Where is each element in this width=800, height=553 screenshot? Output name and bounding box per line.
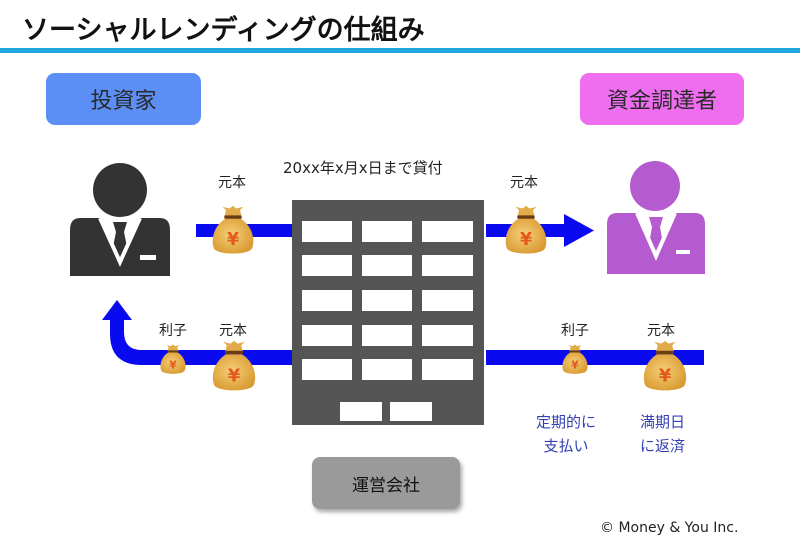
- principal-bag-icon: [643, 340, 687, 391]
- investor-label: 投資家: [90, 89, 157, 114]
- interest-note-line1: 定期的に: [536, 413, 597, 431]
- page-title: ソーシャルレンディングの仕組み: [22, 15, 425, 46]
- bottom-right-interest-label: 利子: [561, 323, 589, 339]
- interest-note-line2: 支払い: [543, 437, 589, 455]
- operator-label: 運営会社: [352, 475, 420, 496]
- borrower-label: 資金調達者: [606, 89, 717, 114]
- borrower-label-box: 資金調達者: [580, 73, 744, 125]
- interest-bag-icon: [562, 344, 588, 374]
- principal-note-line1: 満期日: [640, 413, 686, 431]
- principal-bag-icon: [505, 205, 547, 254]
- investor-person-icon: [70, 163, 170, 276]
- operator-building-icon: [292, 200, 484, 425]
- copyright-text: © Money & You Inc.: [600, 520, 739, 536]
- bottom-right-principal-label: 元本: [647, 323, 675, 339]
- top-left-principal-label: 元本: [218, 175, 246, 191]
- bottom-left-interest-label: 利子: [159, 323, 187, 339]
- repayment-arrow-operator-to-investor: [102, 300, 294, 365]
- interest-bag-icon: [160, 344, 186, 374]
- principal-bag-icon: [212, 340, 256, 391]
- borrower-person-icon: [607, 161, 705, 274]
- bottom-left-principal-label: 元本: [219, 323, 247, 339]
- principal-repayment-note: 満期日 に返済: [640, 410, 685, 458]
- operator-label-box: 運営会社: [312, 457, 460, 509]
- investor-label-box: 投資家: [46, 73, 201, 125]
- loan-period-label: 20xx年x月x日まで貸付: [283, 159, 443, 177]
- interest-payment-note: 定期的に 支払い: [536, 410, 596, 458]
- top-right-principal-label: 元本: [510, 175, 538, 191]
- title-divider: [0, 48, 800, 53]
- principal-note-line2: に返済: [640, 437, 686, 455]
- principal-bag-icon: [212, 205, 254, 254]
